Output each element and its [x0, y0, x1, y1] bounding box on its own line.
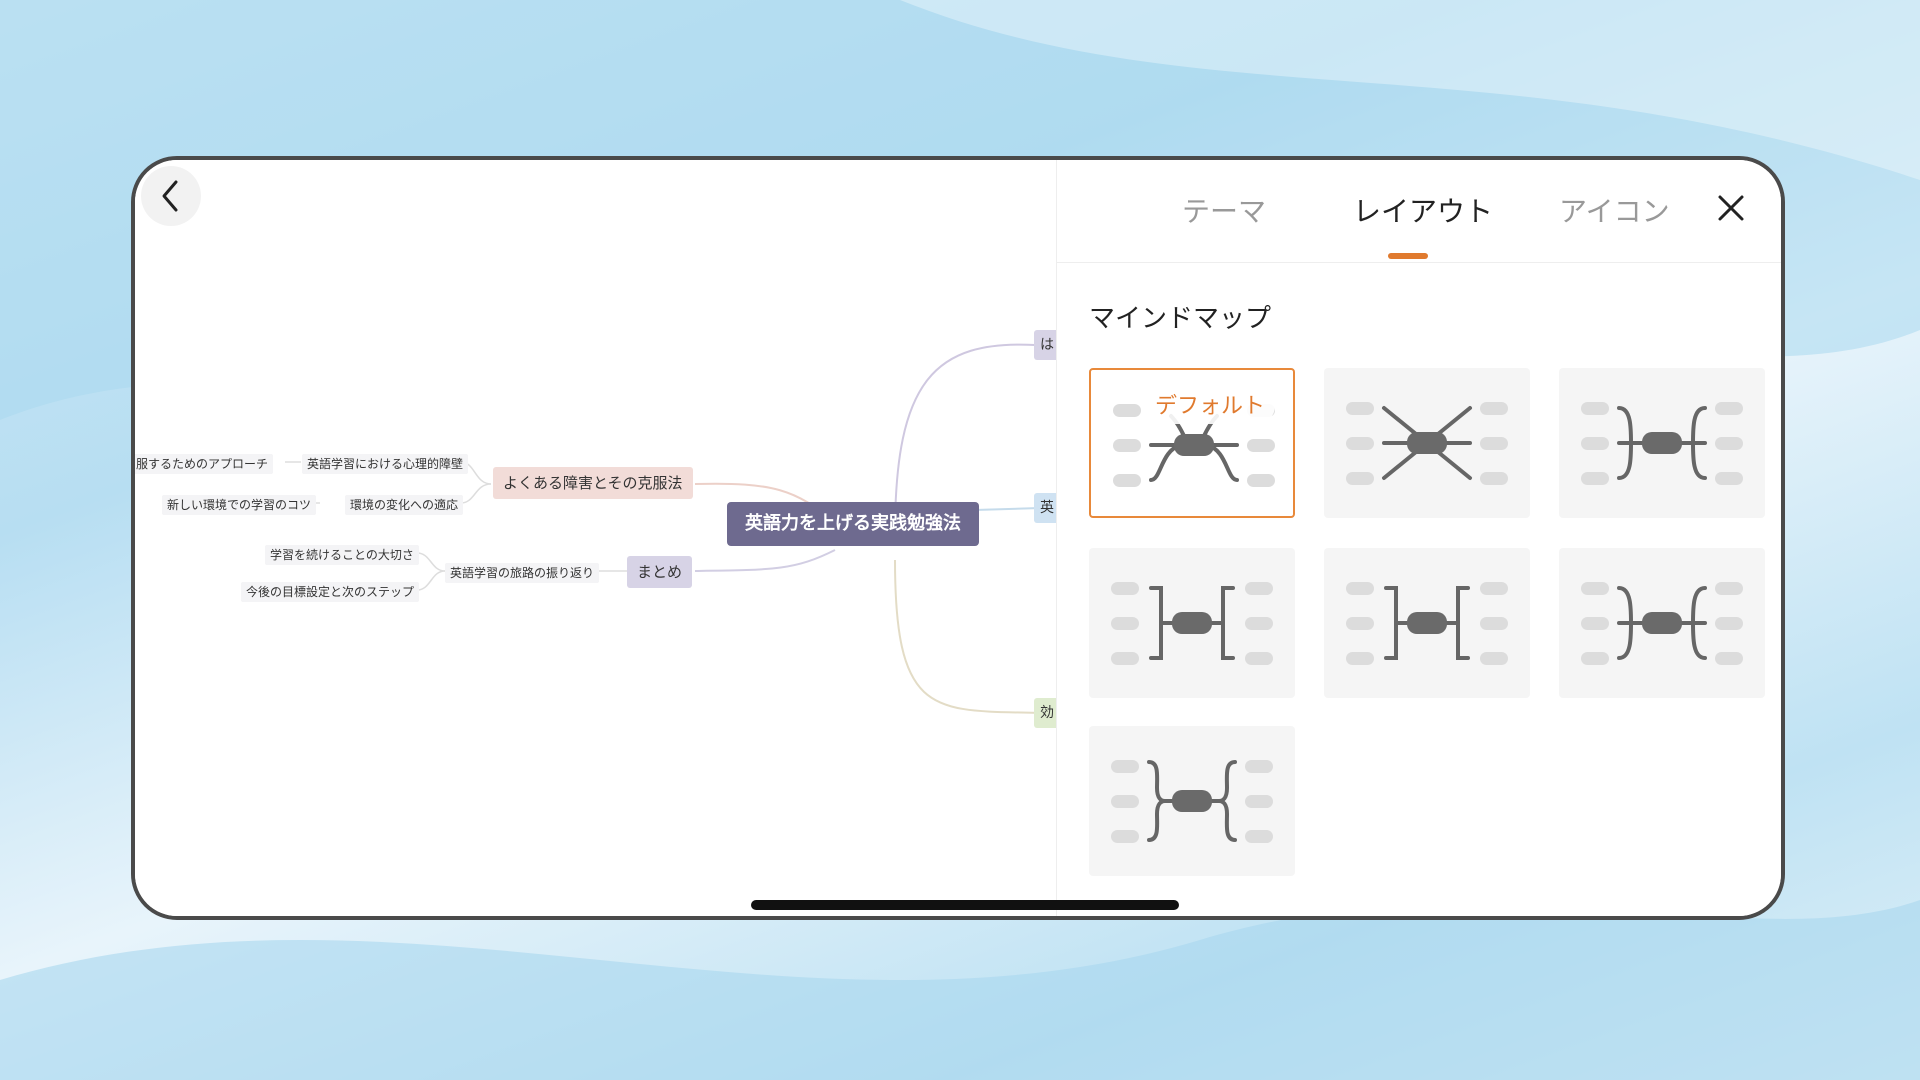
- layout-straight-icon: [1346, 402, 1508, 485]
- subtopic-psychological-barrier[interactable]: 英語学習における心理的障壁: [302, 454, 469, 474]
- close-button[interactable]: [1713, 190, 1749, 226]
- leaf-approach[interactable]: 服するためのアプローチ: [135, 454, 274, 474]
- branch-summary[interactable]: まとめ: [627, 556, 693, 588]
- layout-option-label: デフォルト: [1145, 384, 1276, 424]
- subtopic-environment-adaptation[interactable]: 環境の変化への適応: [345, 495, 464, 515]
- layout-option-square-bracket-2[interactable]: [1324, 548, 1530, 698]
- layout-option-default[interactable]: デフォルト: [1089, 368, 1295, 518]
- layout-option-square-bracket[interactable]: [1089, 548, 1295, 698]
- tab-icon[interactable]: アイコン: [1559, 195, 1670, 228]
- layout-brace-icon: [1111, 760, 1273, 843]
- chevron-left-icon: [162, 180, 178, 212]
- leaf-new-environment-tips[interactable]: 新しい環境での学習のコツ: [162, 495, 317, 515]
- home-indicator: [751, 900, 1179, 910]
- back-button[interactable]: [141, 166, 201, 226]
- device-frame: 英語力を上げる実践勉強法 よくある障害とその克服法 英語学習における心理的障壁 …: [131, 156, 1785, 920]
- layout-curly-icon: [1581, 402, 1743, 485]
- layout-square-icon: [1111, 582, 1273, 665]
- section-title-mindmap: マインドマップ: [1089, 304, 1272, 334]
- edge-node-bottom[interactable]: 効: [1034, 698, 1056, 728]
- layout-square-icon: [1346, 582, 1508, 665]
- panel-tabs: テーマ レイアウト アイコン: [1057, 160, 1781, 263]
- tab-layout[interactable]: レイアウト: [1353, 195, 1494, 228]
- leaf-next-steps[interactable]: 今後の目標設定と次のステップ: [241, 582, 420, 602]
- active-tab-indicator: [1388, 253, 1428, 259]
- branch-obstacles[interactable]: よくある障害とその克服法: [493, 467, 693, 499]
- mindmap-canvas[interactable]: 英語力を上げる実践勉強法 よくある障害とその克服法 英語学習における心理的障壁 …: [135, 160, 1056, 916]
- leaf-keep-learning[interactable]: 学習を続けることの大切さ: [265, 545, 419, 565]
- tab-theme[interactable]: テーマ: [1182, 195, 1267, 228]
- edge-node-top[interactable]: は: [1034, 330, 1056, 360]
- edge-node-middle[interactable]: 英: [1034, 493, 1056, 523]
- layout-option-curly-brace-2[interactable]: [1559, 548, 1765, 698]
- layout-panel: テーマ レイアウト アイコン マインドマップ デフォルト: [1056, 160, 1781, 916]
- subtopic-journey-review[interactable]: 英語学習の旅路の振り返り: [445, 563, 600, 583]
- close-icon: [1718, 195, 1744, 221]
- layout-option-curly-brace[interactable]: [1559, 368, 1765, 518]
- layout-option-straight[interactable]: [1324, 368, 1530, 518]
- layout-curly-icon: [1581, 582, 1743, 665]
- central-topic[interactable]: 英語力を上げる実践勉強法: [727, 502, 979, 546]
- layout-option-large-brace[interactable]: [1089, 726, 1295, 876]
